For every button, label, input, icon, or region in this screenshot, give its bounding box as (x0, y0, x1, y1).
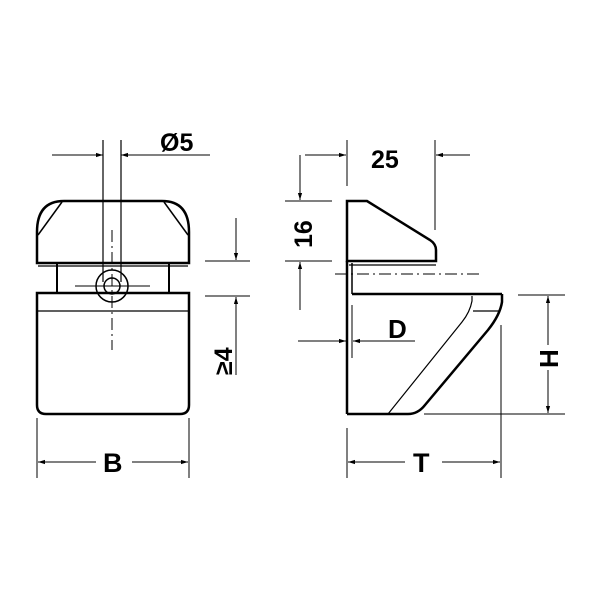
front-view (35, 140, 250, 478)
lower-body (347, 294, 504, 416)
glass-gap-label: ≥4 (210, 347, 238, 375)
top-cap (35, 199, 191, 265)
thickness-label: D (388, 314, 407, 344)
height-label: H (534, 349, 564, 368)
hole-diameter-label: Ø5 (160, 129, 193, 157)
width-label: B (103, 448, 123, 478)
depth-label: T (413, 448, 430, 478)
depth-top-label: 25 (371, 146, 399, 174)
bottom-body (35, 291, 191, 416)
side-view (285, 140, 565, 478)
top-jaw (345, 199, 438, 263)
height-top-label: 16 (290, 220, 318, 248)
